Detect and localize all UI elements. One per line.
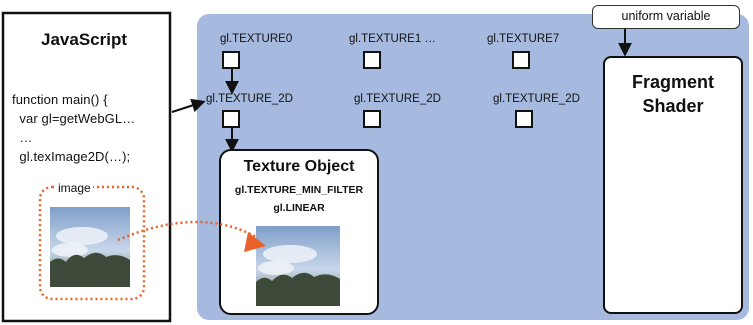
code-line: gl.texImage2D(…); — [12, 149, 131, 164]
texture-target-label: gl.TEXTURE_2D — [493, 93, 580, 105]
code-line: var gl=getWebGL… — [12, 111, 136, 126]
texture-image — [256, 226, 340, 306]
orange-arrowhead — [244, 232, 266, 252]
image-label: image — [56, 181, 93, 195]
code-line: … — [12, 130, 33, 145]
texture-target-label: gl.TEXTURE_2D — [354, 93, 441, 105]
texture-param: gl.TEXTURE_MIN_FILTER — [234, 184, 364, 196]
texture-unit-label: gl.TEXTURE1 … — [349, 33, 436, 45]
texture-unit-box — [512, 51, 530, 69]
texture-target-box — [363, 110, 381, 128]
sky-image-icon — [50, 207, 130, 287]
texture-param-value: gl.LINEAR — [273, 202, 325, 214]
texture-unit-label: gl.TEXTURE7 — [487, 33, 560, 45]
texture-target-box — [222, 110, 240, 128]
texture-target-box — [515, 110, 533, 128]
fragment-shader-title-line1: Fragment — [631, 72, 714, 92]
code-line: function main() { — [12, 92, 108, 107]
fragment-shader-box: Fragment Shader — [603, 56, 743, 314]
texture-object-title: Texture Object — [243, 158, 355, 175]
texture-unit-box — [222, 51, 240, 69]
texture-unit-box — [363, 51, 381, 69]
texture-target-label: gl.TEXTURE_2D — [206, 93, 293, 105]
texture-unit-label: gl.TEXTURE0 — [220, 33, 293, 45]
js-to-webgl-arrow — [171, 98, 206, 113]
fragment-shader-title-line2: Shader — [642, 96, 704, 116]
javascript-title: JavaScript — [41, 30, 127, 49]
uniform-variable-box: uniform variable — [592, 5, 740, 29]
